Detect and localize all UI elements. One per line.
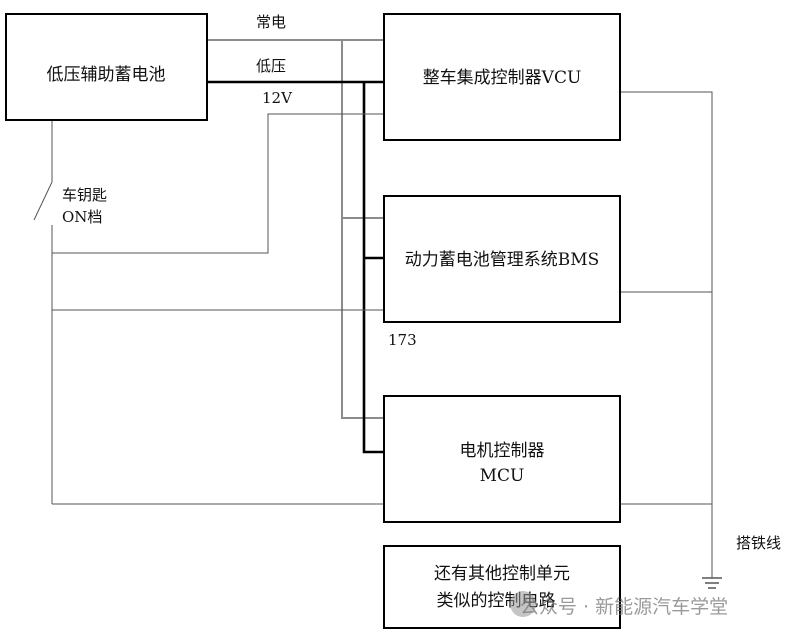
ground-wire [620,91,713,578]
page-number: 173 [388,331,417,349]
vcu-block: 整车集成控制器VCU [383,13,621,141]
bms-block: 动力蓄电池管理系统BMS [383,195,621,323]
other-units-line1: 还有其他控制单元 [434,564,570,584]
wechat-icon [510,591,536,617]
mcu-block: 电机控制器 MCU [383,395,621,523]
vcu-label: 整车集成控制器VCU [423,68,582,88]
mcu-label-line1: 电机控制器 [460,441,545,461]
low-voltage-label: 低压 [256,57,286,75]
constant-power-wire [207,39,384,419]
other-units-block: 还有其他控制单元 类似的控制电路 [383,545,621,629]
battery-block: 低压辅助蓄电池 [5,13,208,121]
battery-label: 低压辅助蓄电池 [47,65,166,85]
ground-label: 搭铁线 [736,534,781,552]
key-on-wire [51,113,384,505]
voltage-12v-label: 12V [262,89,293,107]
bms-label: 动力蓄电池管理系统BMS [405,250,600,270]
switch-icon [33,181,53,232]
watermark: 公众号 · 新能源汽车学堂 [520,596,729,618]
constant-power-label: 常电 [256,13,286,31]
mcu-label-line2: MCU [480,466,525,486]
key-label-line1: 车钥匙 [62,186,107,204]
low-voltage-bus [207,80,384,454]
key-label-line2: ON档 [62,208,102,226]
ground-icon [702,577,722,589]
